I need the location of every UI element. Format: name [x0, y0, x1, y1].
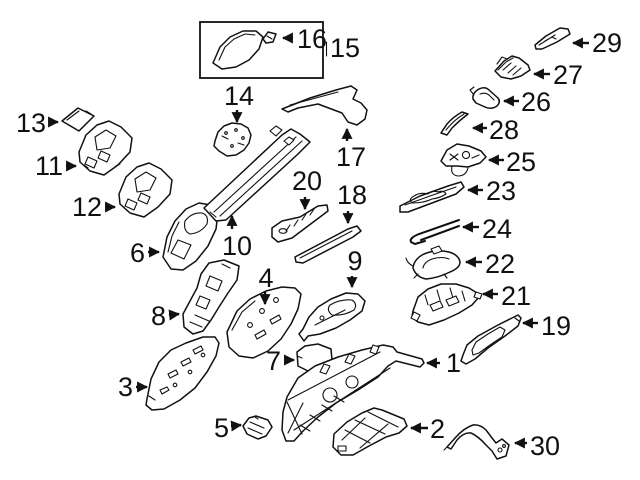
- part-15-shape: [212, 30, 264, 70]
- part-18-shape: [294, 225, 362, 264]
- part-24-shape: [409, 219, 460, 246]
- callout-2-label: 2: [430, 414, 445, 444]
- callout-9: 9: [346, 246, 363, 289]
- inset-box-group: [199, 21, 328, 79]
- callout-2: 2: [409, 414, 445, 444]
- callout-20-label: 20: [292, 166, 322, 196]
- callout-20: 20: [292, 166, 322, 211]
- callout-17: 17: [336, 127, 366, 172]
- callout-26: 26: [502, 87, 551, 117]
- callout-22: 22: [464, 249, 515, 279]
- callout-13-label: 13: [16, 108, 46, 138]
- callouts-layer: 1 2 3 4 5 6 7 8: [16, 24, 622, 461]
- callout-24-label: 24: [482, 214, 512, 244]
- callout-1-label: 1: [446, 348, 461, 378]
- callout-17-label: 17: [336, 142, 366, 172]
- part-11-shape: [78, 120, 133, 176]
- part-3-shape: [145, 336, 220, 411]
- callout-8: 8: [151, 301, 181, 331]
- callout-3: 3: [118, 372, 149, 402]
- part-23-shape: [399, 181, 465, 213]
- callout-11-label: 11: [35, 151, 63, 181]
- part-9-shape: [298, 292, 366, 342]
- callout-7-label: 7: [266, 346, 281, 376]
- callout-24: 24: [461, 214, 512, 244]
- part-16-shape: [262, 31, 277, 44]
- callout-28-label: 28: [489, 115, 519, 145]
- callout-29-label: 29: [592, 28, 622, 58]
- callout-28: 28: [471, 115, 519, 145]
- callout-15: 15: [330, 33, 360, 63]
- callout-5: 5: [214, 413, 243, 443]
- callout-30-label: 30: [530, 431, 560, 461]
- callout-8-label: 8: [151, 301, 166, 331]
- part-21-shape: [410, 283, 483, 326]
- callout-21-label: 21: [501, 281, 531, 311]
- part-13-shape: [61, 107, 95, 132]
- part-1-shape: [281, 344, 425, 442]
- callout-19-label: 19: [541, 311, 571, 341]
- callout-23-label: 23: [486, 176, 516, 206]
- part-14-shape: [213, 122, 252, 157]
- callout-25-label: 25: [506, 147, 536, 177]
- callout-6-label: 6: [130, 238, 145, 268]
- part-12-shape: [118, 162, 173, 218]
- part-4-shape: [226, 286, 302, 359]
- callout-27: 27: [532, 60, 583, 90]
- part-20-shape: [271, 204, 329, 243]
- part-25-shape: [440, 143, 487, 177]
- part-17-shape: [281, 85, 368, 126]
- callout-4: 4: [258, 263, 274, 306]
- callout-13: 13: [16, 108, 60, 138]
- callout-14-label: 14: [224, 81, 254, 111]
- callout-29: 29: [571, 28, 622, 58]
- callout-26-label: 26: [521, 87, 551, 117]
- callout-12: 12: [72, 192, 117, 222]
- part-28-shape: [440, 111, 469, 136]
- inset-box: [199, 21, 324, 79]
- part-22-shape: [405, 245, 461, 280]
- callout-5-label: 5: [214, 413, 229, 443]
- callout-14: 14: [224, 81, 254, 124]
- callout-25: 25: [487, 147, 536, 177]
- callout-12-label: 12: [72, 192, 102, 222]
- callout-22-label: 22: [485, 249, 515, 279]
- part-26-shape: [469, 86, 501, 110]
- callout-18-label: 18: [337, 180, 367, 210]
- callout-3-label: 3: [118, 372, 133, 402]
- callout-19: 19: [521, 311, 571, 341]
- callout-4-label: 4: [258, 263, 273, 293]
- callout-21: 21: [481, 281, 531, 311]
- part-27-shape: [494, 55, 531, 80]
- callout-5-arrow: [230, 420, 243, 432]
- part-19-shape: [460, 314, 522, 365]
- callout-7: 7: [266, 346, 296, 376]
- callout-10-label: 10: [222, 231, 252, 261]
- part-29-shape: [534, 27, 571, 50]
- callout-30: 30: [513, 431, 560, 461]
- callout-27-label: 27: [553, 60, 583, 90]
- callout-16-label: 16: [297, 24, 327, 54]
- part-5-shape: [242, 415, 273, 440]
- callout-16: 16: [281, 24, 327, 54]
- callout-8-arrow: [168, 309, 181, 321]
- callout-1: 1: [425, 348, 461, 378]
- part-10-shape: [203, 125, 311, 222]
- callout-6: 6: [130, 238, 161, 268]
- part-2-shape: [332, 407, 408, 456]
- callout-23: 23: [466, 176, 516, 206]
- part-8-shape: [182, 259, 240, 335]
- callout-15-label: 15: [330, 33, 360, 63]
- callout-9-label: 9: [347, 246, 362, 276]
- callout-18: 18: [337, 180, 367, 225]
- callout-11: 11: [35, 151, 78, 181]
- callout-10: 10: [222, 214, 252, 261]
- part-30-shape: [443, 424, 510, 460]
